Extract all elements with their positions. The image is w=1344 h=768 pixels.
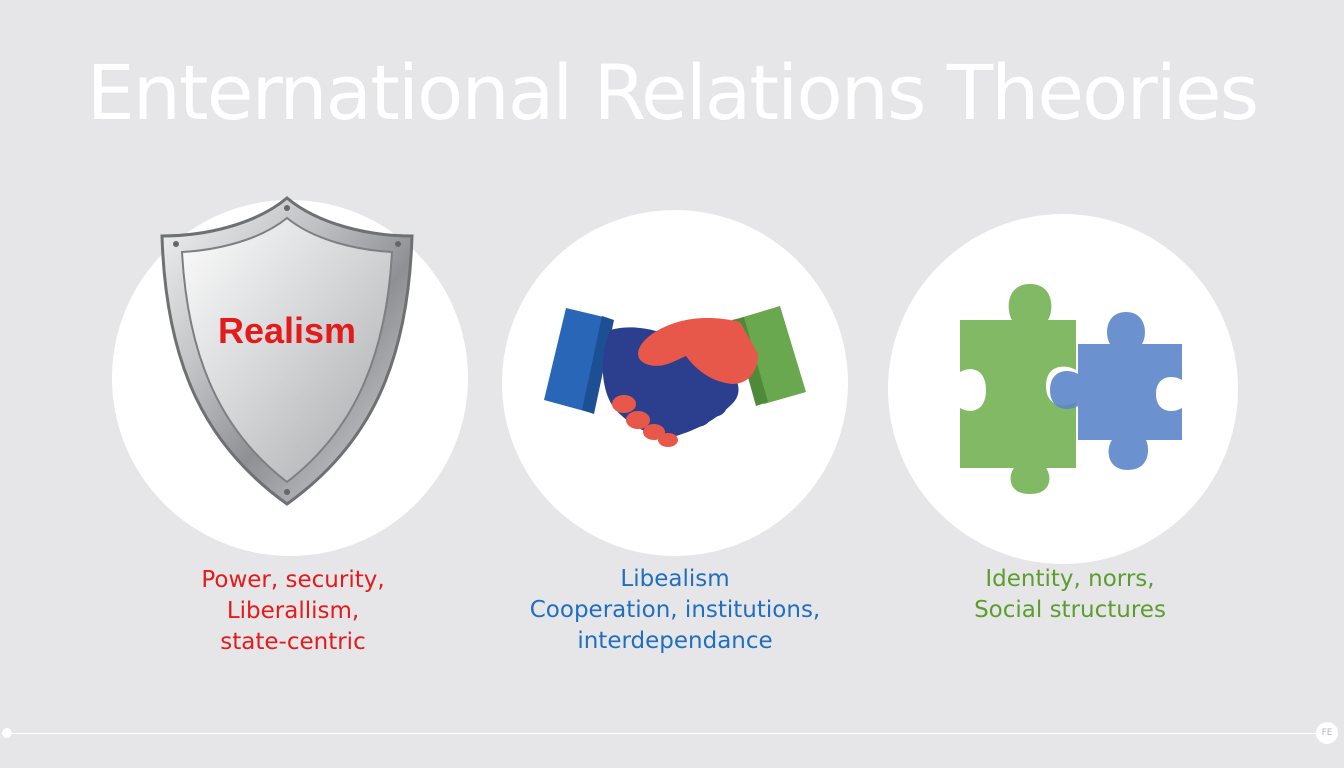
caption-line: state-centric xyxy=(220,629,366,655)
footer-divider xyxy=(10,733,1320,734)
puzzle-icon xyxy=(950,280,1190,500)
caption-line: Cooperation, institutions, xyxy=(529,597,821,623)
caption-line: Libealism xyxy=(620,566,730,592)
caption-line: interdependance xyxy=(577,628,773,654)
footer-dot xyxy=(2,728,12,738)
footer-mark: FE xyxy=(1316,722,1338,744)
realism-label: Realism xyxy=(217,310,357,351)
handshake-icon xyxy=(536,300,812,460)
caption-line: Power, security, xyxy=(201,567,385,593)
realism-caption: Power, security, Liberallism, state-cent… xyxy=(160,565,426,658)
slide-title: Enternational Relations Theories xyxy=(86,48,1260,137)
shield-icon xyxy=(156,196,418,508)
caption-line: Liberallism, xyxy=(226,598,360,624)
caption-line: Identity, norrs, xyxy=(985,566,1155,592)
liberalism-caption: Libealism Cooperation, institutions, int… xyxy=(490,564,860,657)
caption-line: Social structures xyxy=(974,597,1166,623)
constructivism-caption: Identity, norrs, Social structures xyxy=(920,564,1220,626)
